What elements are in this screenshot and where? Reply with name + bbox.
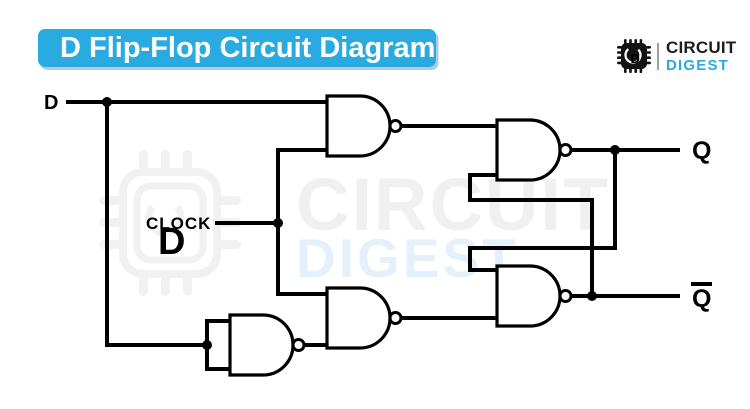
nand-gate-1 bbox=[325, 94, 403, 158]
junction-qbar bbox=[587, 291, 597, 301]
nand-gate-3-bubble bbox=[558, 143, 573, 157]
junction-dots bbox=[102, 97, 620, 350]
label-clock: CLOCK bbox=[146, 214, 211, 233]
logo-word-circuit: CIRCUIT bbox=[666, 38, 737, 57]
nand-gate-4-bubble bbox=[558, 289, 573, 303]
watermark-monogram-d: D bbox=[158, 221, 185, 263]
wire-clock-branch bbox=[276, 148, 327, 296]
nand-gate-2 bbox=[325, 286, 403, 350]
nand-gate-4 bbox=[495, 264, 573, 328]
wires bbox=[66, 100, 680, 371]
wire-q-feedback bbox=[468, 150, 617, 272]
junction-q bbox=[610, 145, 620, 155]
label-d: D bbox=[44, 92, 58, 114]
nand-gate-3 bbox=[495, 118, 573, 182]
logo-divider bbox=[657, 42, 659, 70]
chip-logo-icon: D bbox=[617, 39, 651, 73]
page-title: D Flip-Flop Circuit Diagram bbox=[60, 31, 436, 64]
watermark-text-circuit: CIRCUIT bbox=[296, 163, 611, 246]
nand-gate-2-bubble bbox=[388, 311, 403, 325]
junction-d bbox=[102, 97, 112, 107]
logo-monogram-d: D bbox=[631, 51, 640, 66]
circuitdigest-logo: D CIRCUIT DIGEST bbox=[617, 39, 736, 73]
label-q: Q bbox=[692, 137, 711, 165]
wire-d-branch-down bbox=[105, 102, 207, 347]
nand-gate-5-inverter bbox=[228, 313, 306, 377]
watermark-text-digest: DIGEST bbox=[296, 227, 519, 289]
label-q-bar: Q bbox=[692, 285, 711, 313]
nand-gate-5-bubble bbox=[291, 338, 306, 352]
title-banner: D Flip-Flop Circuit Diagram bbox=[38, 29, 436, 67]
nand-gate-1-bubble bbox=[388, 119, 403, 133]
logo-word-digest: DIGEST bbox=[666, 57, 730, 74]
wire-qbar-feedback bbox=[468, 173, 594, 296]
junction-clock bbox=[273, 218, 283, 228]
junction-inverter bbox=[202, 340, 212, 350]
